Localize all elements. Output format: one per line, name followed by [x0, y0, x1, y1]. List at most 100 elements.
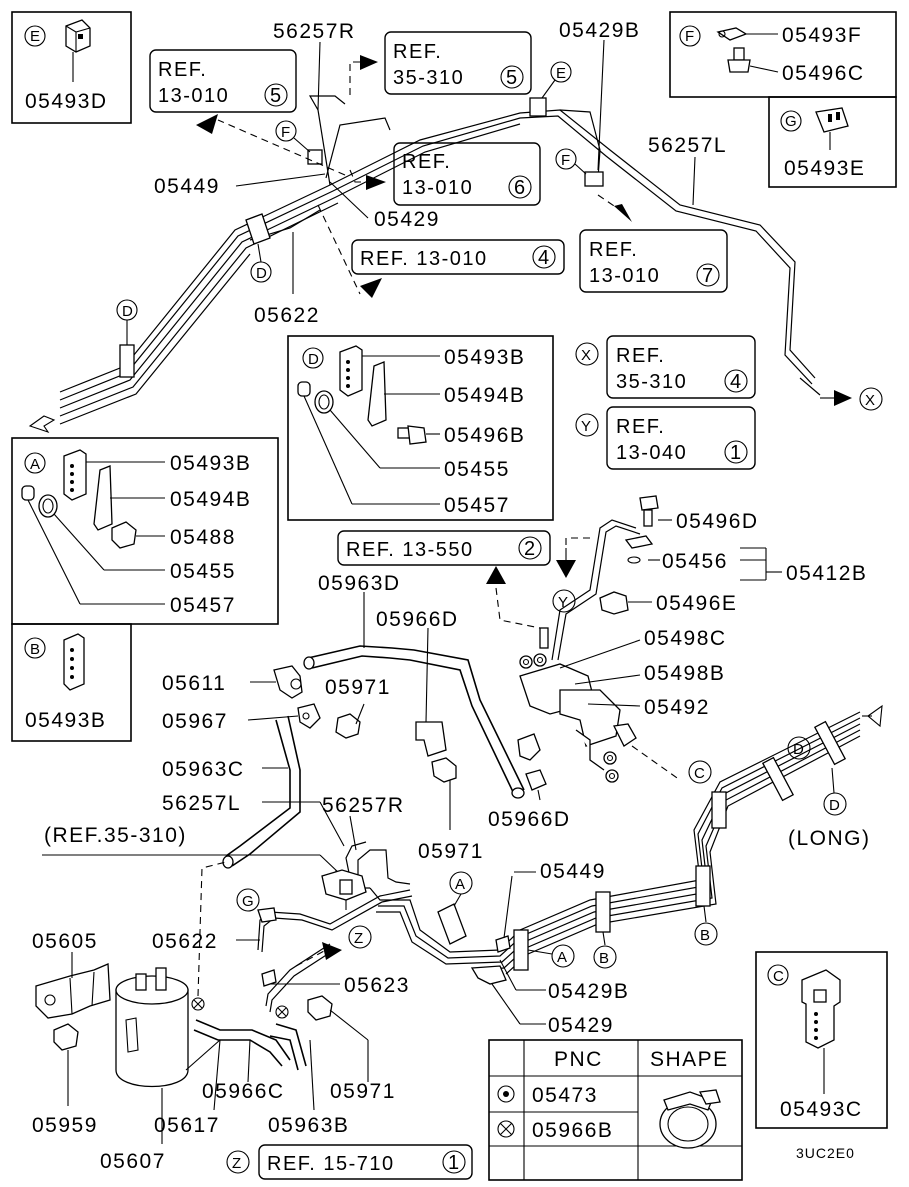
- label-05963c: 05963C: [162, 758, 245, 781]
- clip-05966d-icon: [415, 721, 447, 757]
- svg-text:REF. 13-010: REF. 13-010: [360, 248, 488, 270]
- bolt-05496e-icon: [599, 591, 652, 615]
- callout-z-ref: Z: [232, 1155, 241, 1172]
- label-long-note: (LONG): [788, 827, 871, 850]
- callout-a-inset: A: [30, 456, 40, 473]
- label-05412b: 05412B: [786, 562, 867, 585]
- label-56257l-top: 56257L: [648, 134, 727, 157]
- inset-box-a: A 05493B 05494B 05488 05455: [11, 437, 279, 625]
- fuel-filter-icon: [321, 869, 367, 910]
- svg-text:7: 7: [702, 265, 715, 287]
- ref-box-13-040-1: Y REF. 13-040 1: [575, 406, 756, 470]
- svg-text:REF.: REF.: [393, 41, 442, 63]
- svg-text:REF.: REF.: [158, 59, 207, 81]
- fitting-05611-icon: [273, 665, 303, 699]
- pnc-shape-legend: PNC SHAPE 05473 05966B: [488, 1039, 743, 1181]
- svg-text:1: 1: [730, 442, 743, 464]
- legend-pnc-05473: 05473: [532, 1084, 598, 1107]
- label-05623: 05623: [344, 974, 410, 997]
- callout-b-lower1: B: [700, 927, 710, 944]
- clip-05429b-lower-icon: [495, 875, 513, 953]
- label-05617: 05617: [154, 1114, 220, 1137]
- nut-05959-icon: [53, 1023, 79, 1106]
- clamp-05493c-icon: [801, 969, 841, 1094]
- callout-g-lower: G: [242, 893, 254, 910]
- svg-text:1: 1: [448, 1152, 461, 1174]
- label-ref-35-310-paren: (REF.35-310): [44, 824, 187, 847]
- label-05429-bot: 05429: [548, 1014, 614, 1037]
- label-05496d: 05496D: [676, 510, 759, 533]
- svg-text:13-040: 13-040: [616, 442, 687, 464]
- label-05494b-a: 05494B: [170, 488, 251, 511]
- label-05496e: 05496E: [656, 592, 737, 615]
- callout-y-mid: Y: [558, 594, 568, 611]
- label-05493c: 05493C: [780, 1098, 863, 1121]
- clamp-d-upper: D: [245, 213, 272, 283]
- grommet-05455-a-icon: [38, 494, 165, 571]
- unions-05498-icon: [517, 627, 641, 783]
- callout-x-ref: X: [581, 347, 591, 364]
- label-05966c: 05966C: [202, 1080, 285, 1103]
- clip-05456-icon: [624, 535, 660, 564]
- nut-05488-icon: [111, 521, 165, 549]
- clamp-05493b-d-icon: [339, 345, 440, 397]
- ref-box-13-010-4: REF. 13-010 4: [351, 239, 565, 275]
- hoses-middle: [222, 645, 547, 869]
- clamp-f-right: F: [555, 148, 604, 187]
- label-05429-top: 05429: [374, 208, 440, 231]
- svg-text:13-010: 13-010: [158, 85, 229, 107]
- label-05493e: 05493E: [784, 157, 865, 180]
- label-05493b-d: 05493B: [444, 346, 525, 369]
- label-56257r-mid: 56257R: [322, 794, 405, 817]
- ref-box-13-550-2: REF. 13-550 2: [337, 530, 551, 566]
- ring-05457-d-icon: [297, 381, 440, 505]
- callout-b-inset: B: [30, 641, 40, 658]
- callout-b-lower2: B: [599, 950, 609, 967]
- svg-text:REF.: REF.: [616, 345, 665, 367]
- svg-text:13-010: 13-010: [402, 177, 473, 199]
- label-05429b-top: 05429B: [559, 19, 640, 42]
- clip-05429-lower-icon: [470, 965, 507, 985]
- bracket-05494b-a-icon: [93, 465, 165, 531]
- label-05971-c: 05971: [330, 1080, 396, 1103]
- label-05456: 05456: [662, 550, 728, 573]
- callout-f-inset: F: [685, 28, 694, 45]
- canister-05607-icon: [115, 967, 189, 1144]
- clamp-05493b-b-icon: [63, 633, 85, 691]
- label-05607: 05607: [100, 1150, 166, 1173]
- inset-box-f: F 05493F 05496C: [669, 11, 897, 98]
- clamp-05493b-a-icon: [63, 449, 165, 501]
- double-circle-icon: [497, 1085, 515, 1103]
- label-05963b: 05963B: [268, 1114, 349, 1137]
- bracket-05412b-icon: [740, 547, 782, 581]
- bolt-05971-a-icon: [335, 703, 365, 739]
- crossed-circle-marks: [191, 997, 289, 1019]
- ring-05457-a-icon: [21, 485, 165, 605]
- callout-y-ref: Y: [581, 418, 591, 435]
- label-05498b: 05498B: [644, 662, 725, 685]
- bolt-05496d-icon: [639, 495, 672, 527]
- arrow-left-top-icon: [28, 415, 56, 434]
- grommet-05455-d-icon: [314, 390, 440, 469]
- callout-c-inset: C: [773, 968, 784, 985]
- clamps-lower: D D C B B A A G Z: [236, 720, 847, 971]
- label-05498c: 05498C: [644, 627, 727, 650]
- lower-leaders: [491, 871, 546, 1025]
- bracket-05605-icon: [35, 952, 111, 1019]
- label-05971-b: 05971: [418, 840, 484, 863]
- ref-box-35-310-4: X REF. 35-310 4: [575, 335, 756, 399]
- label-05959: 05959: [32, 1114, 98, 1137]
- inset-box-c: C 05493C: [755, 951, 888, 1129]
- label-05496b: 05496B: [444, 424, 525, 447]
- label-56257r-top: 56257R: [273, 20, 356, 43]
- label-05488: 05488: [170, 526, 236, 549]
- svg-text:5: 5: [506, 67, 519, 89]
- label-05457-a: 05457: [170, 594, 236, 617]
- label-56257l-mid: 56257L: [162, 792, 241, 815]
- bolt-05496c-icon: [727, 47, 779, 73]
- svg-text:35-310: 35-310: [616, 371, 687, 393]
- label-05971-a: 05971: [325, 676, 391, 699]
- label-05494b-d: 05494B: [444, 384, 525, 407]
- label-05611: 05611: [162, 672, 226, 695]
- callout-e-inset: E: [30, 28, 40, 45]
